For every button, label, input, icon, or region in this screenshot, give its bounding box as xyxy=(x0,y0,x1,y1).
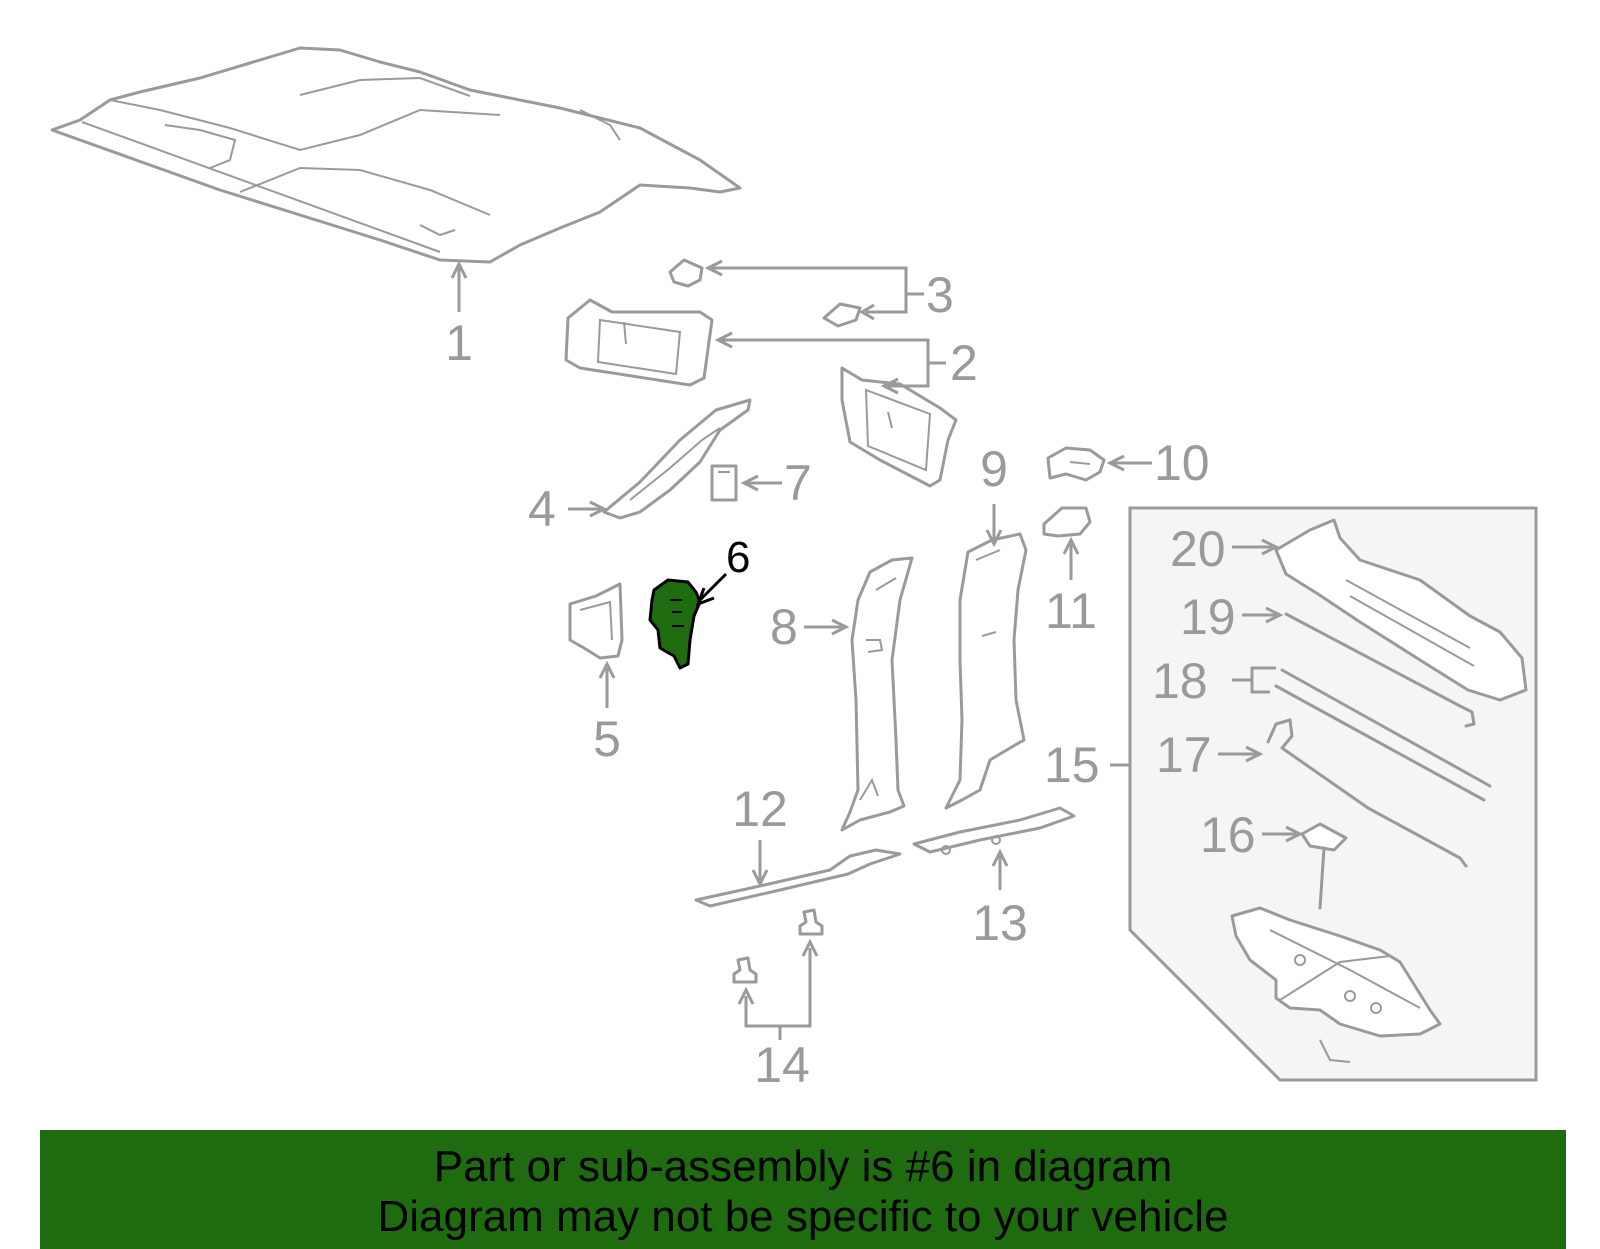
callout-13: 13 xyxy=(972,895,1028,951)
part-6-highlighted[interactable] xyxy=(648,578,702,670)
callout-6: 6 xyxy=(726,533,750,582)
part-16-jack-handle[interactable] xyxy=(1300,822,1348,910)
footer-line-1: Part or sub-assembly is #6 in diagram xyxy=(433,1142,1173,1191)
part-12-sill-plate[interactable] xyxy=(694,848,902,908)
callout-20: 20 xyxy=(1170,521,1226,577)
footer-banner: Part or sub-assembly is #6 in diagram Di… xyxy=(40,1130,1566,1249)
callout-1: 1 xyxy=(445,315,473,371)
callout-9: 9 xyxy=(980,441,1008,497)
part-9-pillar-trim[interactable] xyxy=(944,532,1028,810)
callout-3: 3 xyxy=(926,267,954,323)
jack[interactable] xyxy=(1230,906,1442,1063)
part-18-extension-rods[interactable] xyxy=(1274,668,1492,802)
callout-2: 2 xyxy=(950,335,978,391)
part-5-kick-panel[interactable] xyxy=(568,582,624,660)
part-10-clip[interactable] xyxy=(1046,446,1106,482)
callout-17: 17 xyxy=(1156,727,1212,783)
part-13-sill-plate[interactable] xyxy=(912,806,1076,855)
part-1-headliner[interactable] xyxy=(50,46,742,264)
part-4-a-pillar-trim[interactable] xyxy=(602,398,752,520)
callout-14: 14 xyxy=(754,1037,810,1093)
callout-7: 7 xyxy=(784,455,812,511)
callout-10: 10 xyxy=(1154,435,1210,491)
callout-19: 19 xyxy=(1180,589,1236,645)
callout-5: 5 xyxy=(593,711,621,767)
part-17-lug-wrench[interactable] xyxy=(1266,718,1468,868)
footer-line-2: Diagram may not be specific to your vehi… xyxy=(377,1192,1229,1241)
part-11-clip[interactable] xyxy=(1042,506,1092,538)
part-19-rod[interactable] xyxy=(1284,612,1476,728)
part-14-screws[interactable] xyxy=(732,908,824,984)
callout-11: 11 xyxy=(1045,583,1097,639)
callout-15: 15 xyxy=(1044,737,1100,793)
callout-16: 16 xyxy=(1200,807,1256,863)
part-2-sun-visors[interactable] xyxy=(564,298,958,488)
part-20-tool-bag[interactable] xyxy=(1274,518,1528,702)
callout-18: 18 xyxy=(1152,653,1208,709)
callout-4: 4 xyxy=(528,481,556,537)
part-3-clips[interactable] xyxy=(668,258,862,328)
part-8-pillar-trim[interactable] xyxy=(840,556,914,832)
callout-12: 12 xyxy=(732,781,788,837)
callout-8: 8 xyxy=(770,599,798,655)
part-7-clip[interactable] xyxy=(710,464,738,502)
